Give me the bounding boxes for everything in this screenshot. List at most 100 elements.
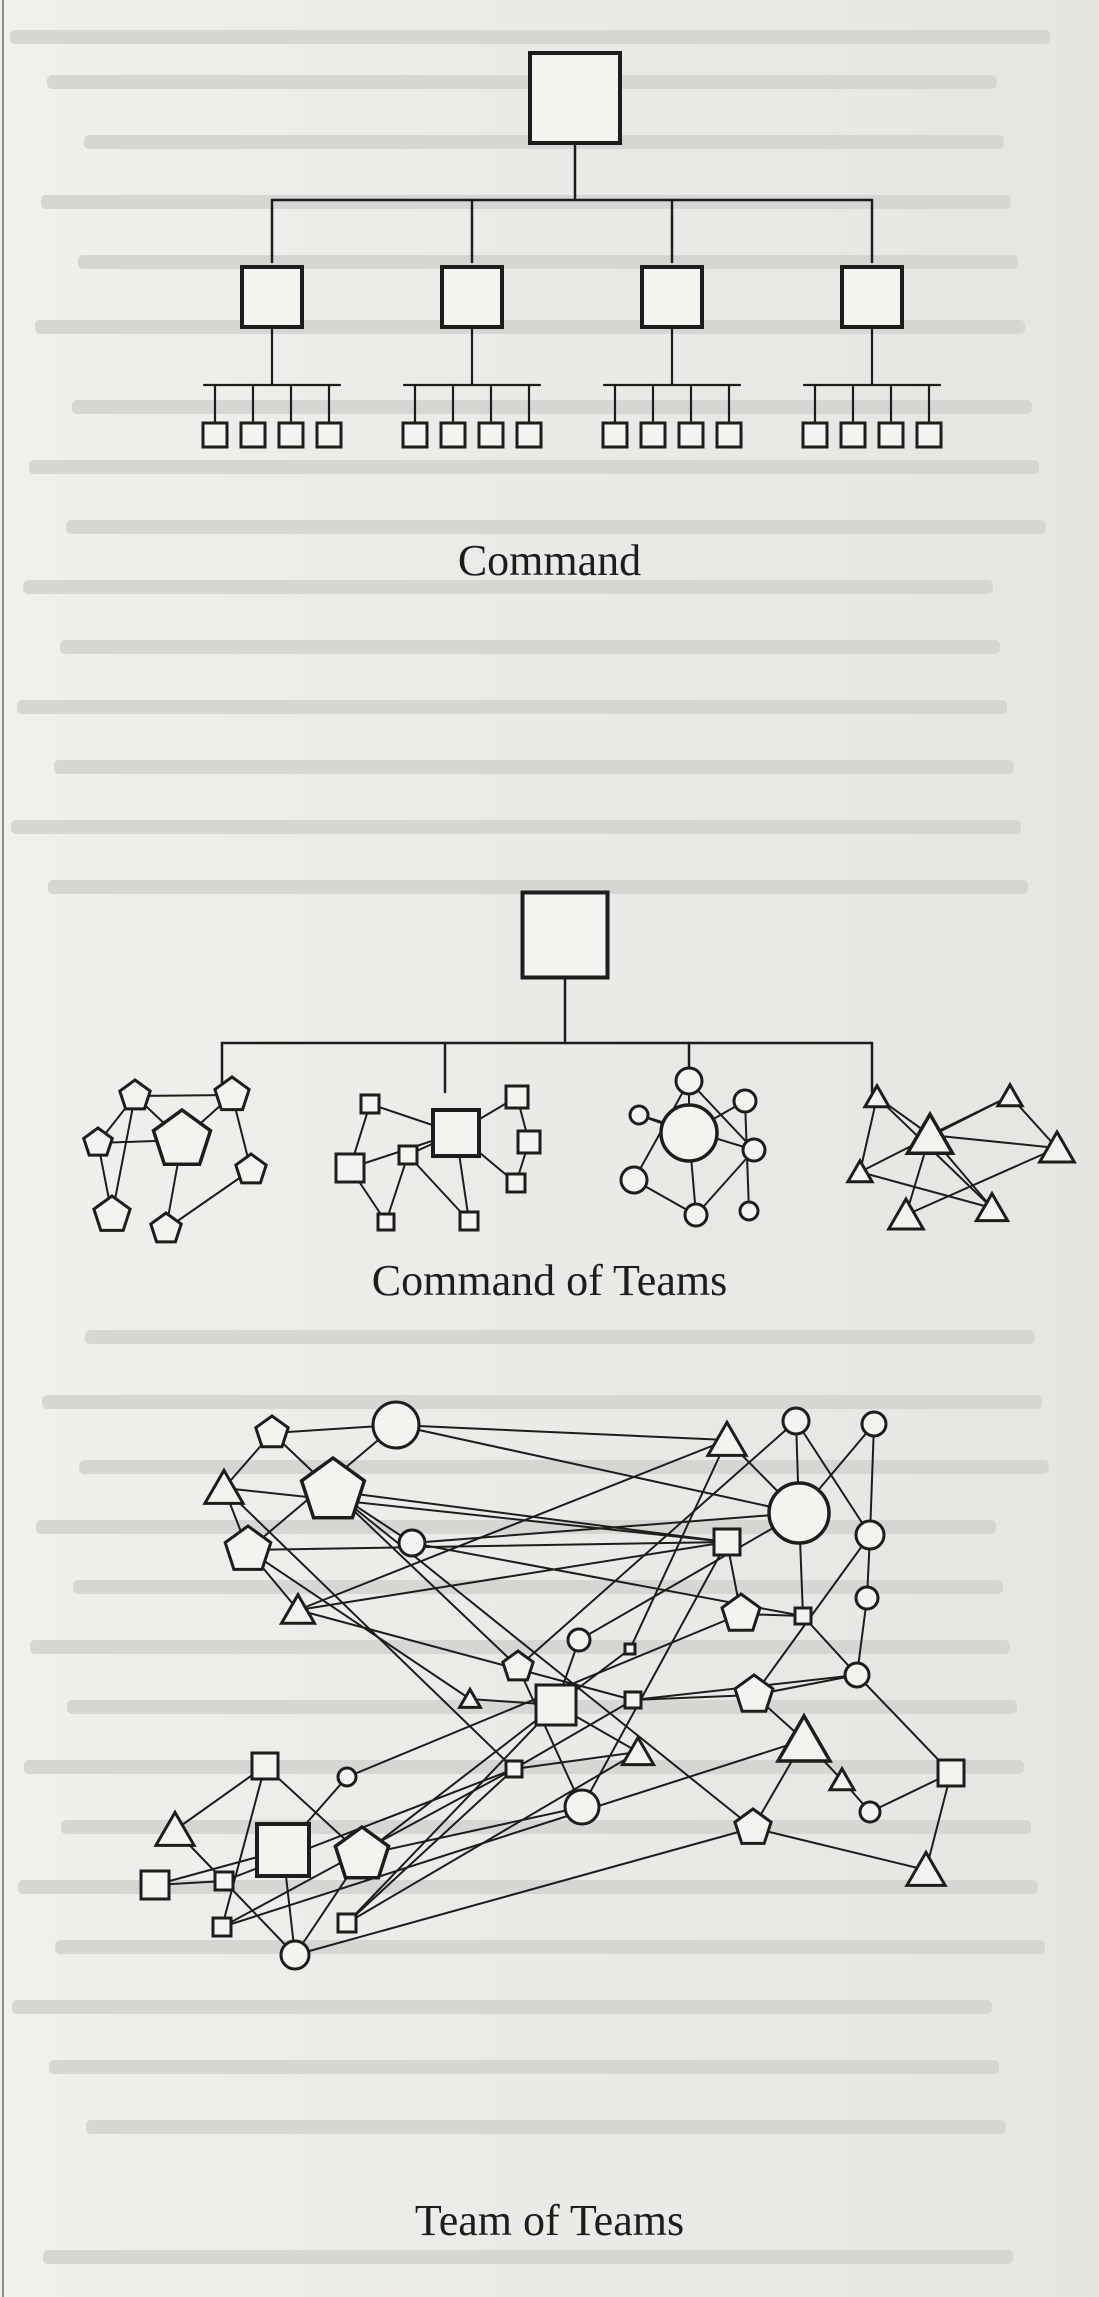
connector-line (929, 1134, 1058, 1149)
connector-line (346, 1704, 557, 1924)
triangle-node (904, 1849, 948, 1887)
triangle-node (705, 1419, 749, 1457)
triangle-node (457, 1686, 483, 1709)
square-node (505, 1172, 527, 1194)
worker-square (639, 421, 667, 449)
ghost-text-line (85, 1330, 1035, 1344)
worker-square (801, 421, 829, 449)
connector-line (513, 1699, 634, 1770)
ghost-text-line (72, 400, 1032, 414)
triangle-node (278, 1591, 318, 1625)
ghost-text-line (17, 700, 1007, 714)
connector-line (247, 1549, 471, 1700)
worker-square (715, 421, 743, 449)
worker-square (239, 421, 267, 449)
team-circles (619, 1066, 767, 1228)
manager-square (840, 265, 904, 329)
circle-node (738, 1200, 760, 1222)
triangle-node (973, 1190, 1011, 1223)
command-of-teams-diagram (220, 890, 874, 1094)
connector-line (395, 1424, 800, 1514)
square-node (211, 1916, 233, 1938)
pentagon-node (151, 1107, 213, 1167)
circle-node (741, 1137, 767, 1163)
team-squares (334, 1084, 542, 1232)
worker-square (277, 421, 305, 449)
pentagon-node (333, 1824, 391, 1880)
square-node (516, 1129, 542, 1155)
connector-line (517, 1666, 583, 1808)
manager-square (440, 265, 504, 329)
pentagon-node (254, 1414, 290, 1449)
connector-line (395, 1424, 728, 1441)
square-node (504, 1084, 530, 1110)
circle-node (397, 1528, 427, 1558)
connector-line (578, 1512, 800, 1641)
square-node (397, 1144, 419, 1166)
ghost-text-line (23, 580, 993, 594)
triangle-node (153, 1809, 197, 1847)
ghost-text-line (47, 75, 997, 89)
pentagon-node (213, 1075, 251, 1112)
circle-node (854, 1519, 886, 1551)
pentagon-node (299, 1455, 367, 1520)
triangle-node (774, 1712, 834, 1763)
connector-line (361, 1806, 583, 1856)
ghost-text-line (11, 820, 1021, 834)
square-node (936, 1758, 966, 1788)
circle-node (858, 1800, 882, 1824)
connector-line (223, 1487, 728, 1543)
circle-node (860, 1410, 888, 1438)
ghost-text-line (54, 760, 1014, 774)
worker-square (601, 421, 629, 449)
circle-node (674, 1066, 704, 1096)
ghost-text-line (60, 640, 1000, 654)
caption-command-of-teams: Command of Teams (371, 1256, 728, 1305)
square-node (376, 1212, 396, 1232)
circle-node (781, 1406, 811, 1436)
worker-square (915, 421, 943, 449)
ghost-text-line (42, 1395, 1042, 1409)
connector-line (795, 1420, 871, 1536)
pentagon-node (501, 1649, 535, 1682)
connector-line (869, 1423, 875, 1536)
pentagon-node (149, 1211, 183, 1244)
square-node (255, 1822, 311, 1878)
ghost-text-line (73, 1580, 1003, 1594)
circle-node (843, 1661, 871, 1689)
square-node (712, 1527, 742, 1557)
triangle-node (1037, 1128, 1077, 1164)
connector-line (247, 1541, 728, 1551)
worker-square (515, 421, 543, 449)
connector-line (346, 1751, 639, 1924)
connector-line (332, 1490, 519, 1668)
ghost-text-line (86, 2120, 1006, 2134)
circle-node (767, 1481, 831, 1545)
square-node (458, 1210, 480, 1232)
caption-command: Command (457, 536, 642, 585)
worker-square (315, 421, 343, 449)
connector-line (752, 1827, 927, 1871)
top-commander-square (528, 51, 622, 145)
triangle-node (619, 1734, 657, 1767)
worker-square (839, 421, 867, 449)
connector-line (856, 1674, 952, 1774)
team-pentagons (81, 1075, 268, 1244)
ghost-text-line (12, 2000, 992, 2014)
connector-line (297, 1439, 728, 1611)
circle-node (566, 1627, 592, 1653)
connector-line (632, 1694, 755, 1701)
square-node (623, 1642, 637, 1656)
worker-square (439, 421, 467, 449)
connector-line (517, 1420, 797, 1668)
team-of-teams-diagram (139, 1400, 966, 1971)
worker-square (401, 421, 429, 449)
circle-node (628, 1104, 650, 1126)
pentagon-node (223, 1524, 273, 1571)
ghost-text-line (18, 1880, 1038, 1894)
circle-node (683, 1202, 709, 1228)
ghost-text-line (29, 460, 1039, 474)
circle-node (279, 1939, 311, 1971)
circle-node (659, 1103, 719, 1163)
